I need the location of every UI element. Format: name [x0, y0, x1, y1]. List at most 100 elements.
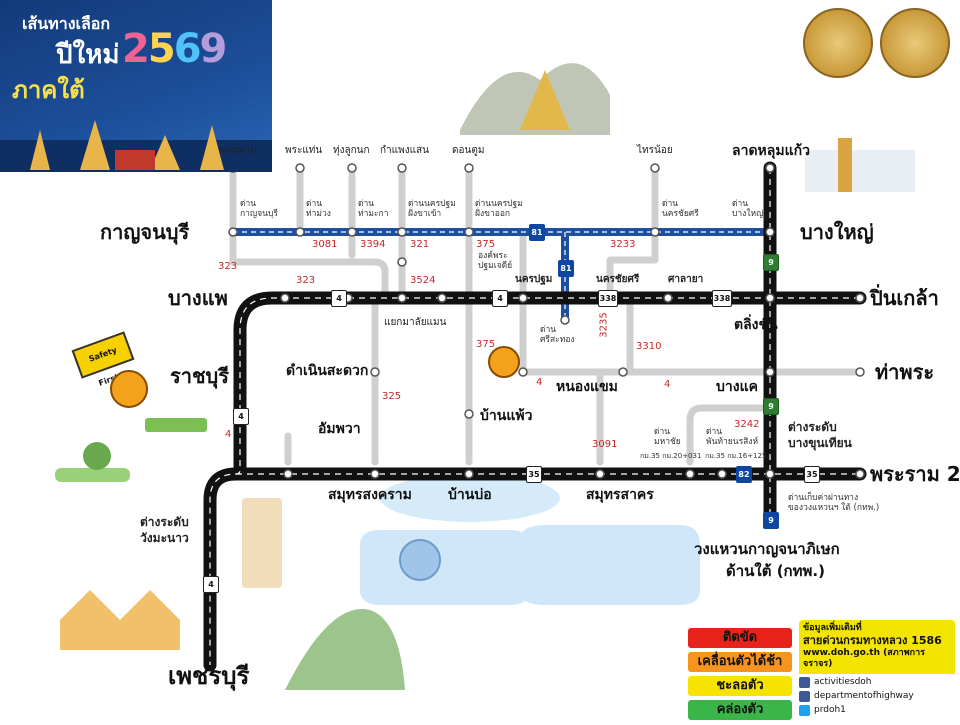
- city-ring-road: วงแหวนกาญจนาภิเษก: [694, 540, 840, 558]
- social-handle: departmentofhighway: [814, 691, 914, 701]
- info-more: ข้อมูลเพิ่มเติมที่: [803, 623, 862, 633]
- town-label: ทุ่งลูกนก: [333, 145, 370, 156]
- route-shield: 4: [492, 290, 508, 307]
- social-row[interactable]: prdoh1: [799, 704, 955, 716]
- place-label: องค์พระ ปฐมเจดีย์: [478, 251, 513, 271]
- info-web[interactable]: www.doh.go.th (สภาพการจราจร): [803, 648, 925, 670]
- cloud-shape: [380, 474, 560, 522]
- title-year: 2569: [122, 26, 228, 72]
- twitter-icon: [799, 704, 810, 716]
- town-label: กำแพงแสน: [380, 145, 429, 156]
- year-digit-3: 6: [173, 26, 202, 72]
- route-shield: 81: [558, 260, 574, 277]
- garden-icon: [145, 418, 207, 432]
- route-number: 323: [218, 261, 238, 272]
- route-number: 3233: [610, 239, 636, 250]
- sea-area-left: [360, 530, 530, 605]
- title-line3: ภาคใต้: [12, 76, 85, 104]
- social-handle: activitiesdoh: [814, 677, 872, 687]
- temple-icon: [60, 590, 180, 650]
- title-line2: ปีใหม่: [56, 40, 120, 70]
- salt-pan-icon: [399, 539, 441, 581]
- info-header: ข้อมูลเพิ่มเติมที่ สายด่วนกรมทางหลวง 158…: [799, 620, 955, 674]
- social-row[interactable]: activitiesdoh: [799, 676, 955, 688]
- route-shield: 338: [598, 290, 618, 307]
- route-number: 3235: [598, 312, 610, 338]
- place-label: ด่าน พันท้ายนรสิงห์: [706, 427, 759, 447]
- tree-patch-icon: [55, 468, 130, 482]
- main-road-centerline: [209, 168, 860, 665]
- city-ring-road-2: ด้านใต้ (กทพ.): [726, 562, 825, 580]
- place-label: บางแค: [716, 379, 758, 395]
- place-label: นครชัยศรี: [596, 274, 640, 285]
- route-number: 3091: [592, 439, 618, 450]
- social-row[interactable]: departmentofhighway: [799, 690, 955, 702]
- year-digit-4: 9: [199, 26, 228, 72]
- city-bang-yai: บางใหญ่: [800, 220, 874, 244]
- social-handle: prdoh1: [814, 705, 846, 715]
- legend-fluid: คล่องตัว: [688, 700, 792, 720]
- place-label: สมุทรสงคราม: [328, 487, 412, 503]
- toll-label: ด่าน ท่าม่วง: [306, 199, 331, 219]
- route-shield: 4: [203, 576, 219, 593]
- town-label: พระแท่น: [285, 145, 323, 156]
- title-banner: เส้นทางเลือก ปีใหม่ 2569 ภาคใต้: [0, 0, 272, 172]
- route-shield: 35: [804, 466, 820, 483]
- year-digit-1: 2: [122, 26, 150, 72]
- city-ratchaburi: ราชบุรี: [170, 364, 229, 388]
- route-shield: 338: [712, 290, 732, 307]
- hut-icon: [242, 498, 282, 588]
- route-number: 3081: [312, 239, 338, 250]
- route-number: 4: [664, 379, 671, 390]
- doh-seal-icon: [803, 8, 873, 78]
- route-shield: 9: [763, 512, 779, 529]
- ministry-seal-icon: [880, 8, 950, 78]
- route-number: 323: [296, 275, 316, 286]
- skyline-icon: [805, 150, 915, 192]
- title-line1: เส้นทางเลือก: [22, 14, 111, 33]
- place-label: ด่าน มหาชัย: [654, 427, 681, 447]
- place-label: ด่าน ศรีสะทอง: [540, 325, 575, 345]
- route-shield: 9: [763, 398, 779, 415]
- route-shield: 9: [763, 254, 779, 271]
- toll-label: ด่าน ท่ามะกา: [358, 199, 389, 219]
- tree-icon: [83, 442, 111, 470]
- route-number: 3394: [360, 239, 386, 250]
- place-label: ต่างระดับ บางขุนเทียน: [788, 420, 852, 450]
- town-label: ไทรน้อย: [637, 145, 673, 156]
- pagoda-icon: [520, 70, 570, 130]
- route-number: 4: [225, 429, 232, 440]
- toll-label: ด่าน นครชัยศรี: [662, 199, 699, 219]
- place-label: ดำเนินสะดวก: [286, 363, 369, 379]
- toll-label: ด่านนครปฐม ฝั่งขาออก: [475, 199, 523, 219]
- place-label: ศาลายา: [668, 274, 704, 285]
- town-label: ดอนตูม: [452, 145, 485, 156]
- facebook-icon: [799, 676, 810, 688]
- place-label: สมุทรสาคร: [586, 487, 654, 503]
- route-number: 4: [536, 377, 543, 388]
- toll-label: ด่านนครปฐม ฝั่งขาเข้า: [408, 199, 456, 219]
- city-pin-klao: ปิ่นเกล้า: [870, 286, 939, 310]
- place-label: แยกมาลัยแมน: [384, 317, 447, 328]
- year-digit-2: 5: [147, 26, 176, 72]
- route-number: 321: [410, 239, 430, 250]
- place-label: กม.35 กม.16+125: [705, 452, 767, 460]
- town-label: พนมทวน: [218, 145, 258, 156]
- sea-area-right: [520, 525, 700, 605]
- route-shield: 81: [529, 224, 545, 241]
- wat-arun-icon: [838, 138, 852, 192]
- info-box: ข้อมูลเพิ่มเติมที่ สายด่วนกรมทางหลวง 158…: [799, 620, 955, 720]
- hill-icon: [285, 609, 405, 690]
- city-bang-phae: บางแพ: [168, 286, 228, 310]
- place-label: บ้านแพ้ว: [480, 408, 533, 424]
- route-number: 3310: [636, 341, 662, 352]
- city-lat-lum-kaeo: ลาดหลุมแก้ว: [732, 143, 810, 159]
- route-shield: 4: [331, 290, 347, 307]
- traffic-legend: ติดขัด เคลื่อนตัวได้ช้า ชะลอตัว คล่องตัว: [688, 628, 792, 724]
- toll-label: ด่าน กาญจนบุรี: [240, 199, 278, 219]
- city-phetchaburi: เพชรบุรี: [168, 662, 250, 690]
- toll-label: ด่าน บางใหญ่: [732, 199, 764, 219]
- legend-moderate: ชะลอตัว: [688, 676, 792, 696]
